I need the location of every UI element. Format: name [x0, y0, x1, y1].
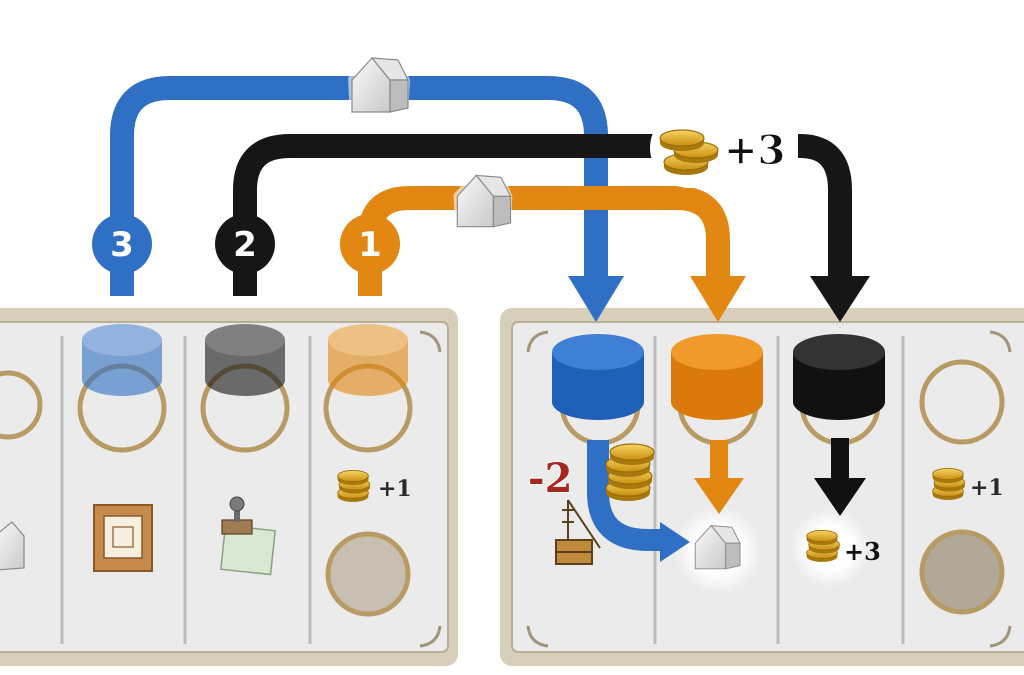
blue-curved-arrow [587, 440, 690, 562]
black-path [233, 134, 852, 296]
coin-stack-icon [650, 108, 730, 188]
window-frame-icon [93, 504, 153, 572]
crane-icon [555, 499, 601, 565]
coin-stack-icon [337, 469, 371, 503]
house-icon-partial [0, 521, 25, 571]
orange-path [358, 186, 730, 296]
worker-disc-icon [82, 324, 885, 420]
left-board-bonus-label: +1 [378, 476, 412, 502]
right-board-bonus-label: +1 [970, 475, 1004, 501]
black-result-label: +3 [844, 537, 881, 566]
coin-stack-icon [806, 529, 840, 563]
step-marker-3: 3 [92, 214, 152, 274]
house-icon [347, 53, 411, 117]
orange-down-arrow [694, 440, 744, 514]
step-marker-1: 1 [340, 214, 400, 274]
orange-arrowhead [690, 276, 746, 322]
svg-text:2: 2 [233, 225, 257, 265]
svg-text:1: 1 [358, 225, 382, 265]
blue-arrowhead [568, 276, 624, 322]
blue-cost-label: -2 [528, 455, 572, 502]
black-arrowhead [810, 276, 870, 322]
house-icon [452, 171, 513, 232]
coin-stack-icon [605, 443, 655, 502]
black-path-gain-label: +3 [724, 127, 785, 174]
black-down-arrow [814, 438, 866, 516]
step-marker-2: 2 [215, 214, 275, 274]
stamp-document-icon [220, 496, 276, 576]
black-gain-badge: +3 [722, 126, 798, 175]
coin-stack-icon [932, 467, 966, 501]
empty-filled-slot [325, 529, 1005, 617]
svg-text:3: 3 [110, 225, 134, 265]
